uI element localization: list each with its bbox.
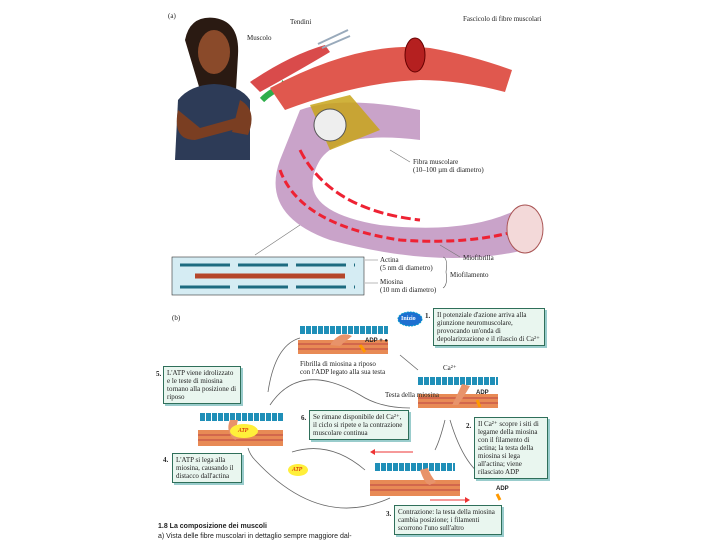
fascicle: [270, 46, 512, 110]
fibril-detached: [198, 413, 283, 446]
fibril-contraction: [370, 449, 470, 503]
label-fascicolo: Fascicolo di fibre muscolari: [463, 15, 542, 23]
step-6-number: 6.: [301, 414, 307, 422]
figure-title: 1.8 La composizione dei muscoli: [158, 523, 267, 530]
muscle-fiber: [275, 102, 525, 258]
ca-label: Ca²⁺: [443, 364, 457, 372]
atp-label-2: ATP: [292, 467, 303, 473]
start-badge: [397, 311, 423, 327]
atp-label-1: ATP: [238, 428, 249, 434]
step-2-box: Il Ca²⁺ scopre i siti di legame della mi…: [474, 417, 548, 479]
adp-p-label: ADP + ●: [365, 338, 389, 344]
woman-figure: [175, 17, 252, 160]
label-miosina: Miosina: [380, 278, 403, 286]
step-6-box: Se rimane disponibile del Ca²⁺, il ciclo…: [309, 410, 409, 440]
label-actina: Actina: [380, 256, 399, 264]
rest-caption-2: con l'ADP legato alla sua testa: [300, 368, 386, 376]
rest-caption: Fibrilla di miosina a riposo: [300, 360, 376, 368]
figure-caption: a) Vista delle fibre muscolari in dettag…: [158, 533, 352, 540]
step-2-number: 2.: [466, 422, 472, 430]
step-1-box: Il potenziale d'azione arriva alla giunz…: [433, 308, 545, 346]
label-fibra-size: (10–100 µm di diametro): [413, 166, 484, 174]
label-miofibrilla: Miofibrilla: [463, 254, 494, 262]
part-a-label: (a): [168, 12, 176, 20]
label-tendini: Tendini: [290, 18, 312, 26]
step-3-box: Contrazione: la testa della miosina camb…: [394, 505, 502, 535]
start-badge-label: Inizio: [401, 316, 416, 322]
atp-glow: [288, 464, 308, 476]
label-fibra: Fibra muscolare: [413, 158, 459, 166]
label-muscolo: Muscolo: [247, 34, 272, 42]
step-3-number: 3.: [386, 510, 392, 518]
step-4-number: 4.: [163, 456, 169, 464]
step-1-number: 1.: [425, 312, 431, 320]
step-4-box: L'ATP si lega alla miosina, causando il …: [172, 453, 242, 483]
label-actina-size: (5 nm di diametro): [380, 264, 433, 272]
label-miofilamento: Miofilamento: [450, 271, 489, 279]
muscle: [250, 45, 330, 92]
step-5-box: L'ATP viene idrolizzato e le teste di mi…: [163, 366, 241, 404]
myosin-head-label: Testa della miosina: [385, 391, 439, 399]
label-miosina-size: (10 nm di diametro): [380, 286, 437, 294]
part-b-label: (b): [172, 314, 181, 322]
adp-label-1: ADP: [476, 390, 489, 396]
step-5-number: 5.: [156, 370, 162, 378]
adp-label-2: ADP: [496, 486, 509, 492]
